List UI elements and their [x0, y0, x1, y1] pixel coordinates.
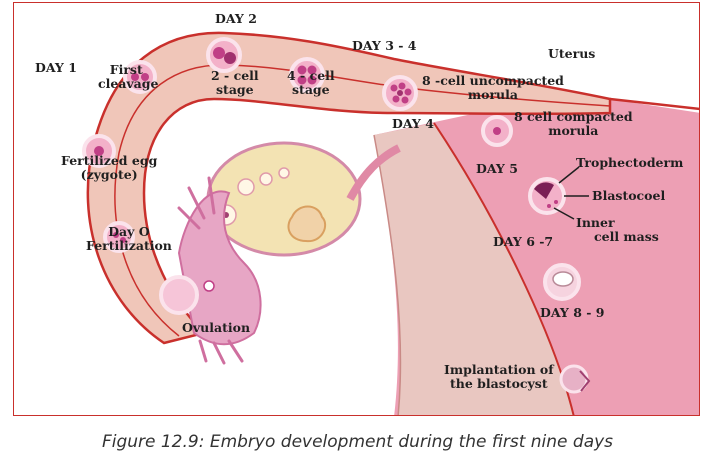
label-day-3-4: DAY 3 - 4 [352, 38, 417, 53]
cell-stage-hatching-blastocyst [543, 263, 581, 301]
label-first-cleavage-line-1: First [109, 62, 143, 77]
label-compacted-line-2: morula [548, 123, 599, 138]
ovary [206, 141, 362, 257]
label-8-cell-compacted: 8 cell compacted morula [514, 110, 633, 138]
label-day-8-9: DAY 8 - 9 [540, 305, 605, 320]
label-day-6-7: DAY 6 -7 [493, 234, 554, 249]
label-8-cell-uncompacted: 8 -cell uncompacted morula [422, 74, 564, 102]
uterus-cavity-edge-2 [373, 134, 402, 415]
fallopian-tube [86, 31, 612, 345]
label-day-2: DAY 2 [215, 11, 257, 26]
label-inner-cell-mass: Inner cell mass [576, 216, 659, 244]
cell-stage-4-cell [289, 57, 325, 93]
follicle [259, 172, 273, 186]
label-inner-line-1: Inner [576, 215, 615, 230]
label-day-0-line-2: Fertilization [86, 238, 172, 253]
leader-inner-cell-mass [553, 207, 575, 220]
label-2-cell-stage: 2 - cell stage [211, 69, 259, 97]
label-fertilized-egg-line-2: (zygote) [80, 167, 138, 182]
ovarian-ligament [346, 144, 401, 201]
label-compacted-line-1: 8 cell compacted [514, 109, 633, 124]
label-fertilized-egg-line-1: Fertilized egg [61, 153, 158, 168]
uterus-lining [609, 97, 699, 111]
cell-stage-fertilization [103, 221, 135, 253]
follicle [278, 167, 290, 179]
label-fertilized-egg: Fertilized egg (zygote) [61, 154, 157, 182]
cell-stage-implantation [559, 364, 591, 394]
leader-trophectoderm [558, 166, 580, 184]
label-uterus: Uterus [548, 46, 596, 61]
label-ovulation: Ovulation [182, 320, 251, 335]
cell-stage-zygote [82, 134, 116, 168]
label-day-0-line-1: Day O [108, 224, 150, 239]
label-implantation-line-2: the blastocyst [450, 376, 548, 391]
label-implantation-line-1: Implantation of [444, 362, 554, 377]
embryo-development-diagram [82, 31, 699, 415]
cell-stage-first-cleavage [123, 60, 157, 94]
label-implantation: Implantation of the blastocyst [444, 363, 554, 391]
fimbriae [177, 190, 262, 346]
label-day-0-fertilization: Day O Fertilization [86, 225, 172, 253]
ovulated-egg [159, 275, 199, 315]
cell-stage-2-cell [206, 37, 242, 73]
uterus-cavity [374, 123, 574, 415]
label-trophectoderm: Trophectoderm [576, 155, 684, 170]
label-4-cell-line-2: stage [292, 82, 330, 97]
label-4-cell-stage: 4 - cell stage [287, 69, 335, 97]
fimbriae-fringe [177, 176, 244, 365]
figure-caption: Figure 12.9: Embryo development during t… [101, 432, 614, 452]
label-2-cell-line-1: 2 - cell [211, 68, 259, 83]
label-first-cleavage-line-2: cleavage [98, 76, 159, 91]
label-4-cell-line-1: 4 - cell [287, 68, 335, 83]
ovulated-egg-nucleus [203, 280, 215, 292]
label-day-5: DAY 5 [476, 161, 518, 176]
label-day-1: DAY 1 [35, 60, 77, 75]
label-inner-line-2: cell mass [594, 229, 659, 244]
cell-stage-blastocyst [528, 177, 566, 215]
label-first-cleavage: First cleavage [98, 63, 158, 91]
label-day-4: DAY 4 [392, 116, 434, 131]
cell-stage-8-cell-uncompacted [382, 75, 418, 111]
diagram-frame: DAY 1 DAY 2 DAY 3 - 4 Uterus First cleav… [13, 2, 700, 416]
label-2-cell-line-2: stage [216, 82, 254, 97]
label-uncompacted-line-1: 8 -cell uncompacted [422, 73, 564, 88]
cell-stage-8-cell-compacted [481, 115, 513, 147]
label-blastocoel: Blastocoel [592, 188, 666, 203]
corpus-luteum [287, 205, 327, 243]
label-uncompacted-line-2: morula [467, 87, 518, 102]
follicle [237, 178, 255, 196]
